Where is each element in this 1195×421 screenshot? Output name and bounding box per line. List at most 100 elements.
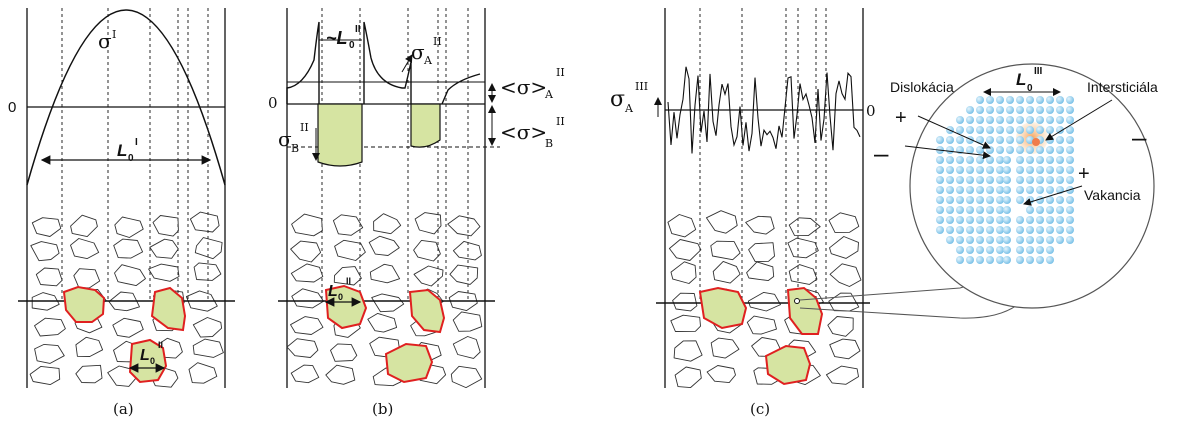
atom xyxy=(996,166,1004,174)
atom xyxy=(1026,116,1034,124)
grain xyxy=(413,265,444,287)
grain xyxy=(673,340,703,362)
atom xyxy=(1016,186,1024,194)
atom xyxy=(996,206,1004,214)
grain xyxy=(452,311,483,332)
atom xyxy=(966,116,974,124)
atom xyxy=(1056,136,1064,144)
atom xyxy=(976,206,984,214)
atom xyxy=(986,126,994,134)
atom xyxy=(1003,246,1011,254)
atom xyxy=(976,106,984,114)
atom xyxy=(946,196,954,204)
atom xyxy=(1066,226,1074,234)
grain xyxy=(414,212,442,235)
lattice-length-sup: III xyxy=(1034,66,1043,77)
panel-a: σ I 0 L 0 I L 0 II (a) xyxy=(8,8,235,418)
atom xyxy=(1056,206,1064,214)
atom xyxy=(976,146,984,154)
atom xyxy=(1036,176,1044,184)
dislocation-label: Dislokácia xyxy=(890,79,954,95)
grain xyxy=(30,241,60,262)
atom xyxy=(1026,126,1034,134)
sigma-sup: I xyxy=(112,28,116,41)
grain-highlight xyxy=(408,288,446,334)
grain xyxy=(75,336,104,357)
grain xyxy=(371,293,405,313)
grain xyxy=(70,238,100,260)
mean-a-label: <σ> xyxy=(500,75,547,99)
atom xyxy=(1016,116,1024,124)
atom xyxy=(966,126,974,134)
atom xyxy=(1046,226,1054,234)
grain xyxy=(114,264,146,287)
atom xyxy=(1056,176,1064,184)
atom xyxy=(956,256,964,264)
grain xyxy=(291,288,324,309)
atom xyxy=(956,226,964,234)
grain xyxy=(70,214,98,238)
length-sub: 0 xyxy=(128,153,134,164)
atom xyxy=(986,96,994,104)
atom xyxy=(1003,196,1011,204)
atom xyxy=(1026,256,1034,264)
atom xyxy=(1026,206,1034,214)
grain xyxy=(710,337,740,359)
atom xyxy=(946,206,954,214)
atom xyxy=(1003,206,1011,214)
grain xyxy=(670,261,697,284)
mean-b-sup: II xyxy=(556,115,565,128)
atom xyxy=(1036,156,1044,164)
atom xyxy=(986,186,994,194)
grain xyxy=(787,237,819,259)
grain xyxy=(373,213,402,235)
atom xyxy=(1046,156,1054,164)
atom xyxy=(966,176,974,184)
atom xyxy=(986,196,994,204)
grain xyxy=(705,210,738,234)
atom xyxy=(1003,226,1011,234)
grain xyxy=(291,213,323,237)
atom xyxy=(1036,236,1044,244)
atom xyxy=(1003,216,1011,224)
atom xyxy=(986,106,994,114)
atom xyxy=(1026,106,1034,114)
atom xyxy=(1016,236,1024,244)
sigma-label: σ xyxy=(610,87,625,112)
atom xyxy=(936,186,944,194)
grain xyxy=(448,291,478,312)
grain xyxy=(332,214,364,236)
atom xyxy=(1026,226,1034,234)
grain xyxy=(192,317,223,338)
grain-highlight xyxy=(786,286,824,335)
lattice-length-sub: 0 xyxy=(1027,83,1033,94)
atom xyxy=(1066,206,1074,214)
atom xyxy=(1026,146,1034,154)
grain xyxy=(450,365,483,389)
sigma-b-sub: B xyxy=(291,142,299,155)
atom xyxy=(976,196,984,204)
atom xyxy=(1016,176,1024,184)
atom xyxy=(1056,126,1064,134)
atom xyxy=(956,176,964,184)
vacancy-plus: + xyxy=(1078,163,1090,185)
atom xyxy=(1006,126,1014,134)
atom xyxy=(1066,116,1074,124)
sigma-sub: A xyxy=(624,102,634,115)
atom xyxy=(986,256,994,264)
grain xyxy=(829,263,862,287)
grain xyxy=(334,239,366,261)
grain xyxy=(369,263,401,284)
mean-a-sub: A xyxy=(544,88,554,101)
grain xyxy=(75,364,103,384)
atom xyxy=(1016,96,1024,104)
atom xyxy=(1003,176,1011,184)
grain-network xyxy=(667,210,862,389)
atom xyxy=(976,236,984,244)
grain-highlight xyxy=(698,286,748,330)
grain xyxy=(827,316,854,337)
atom xyxy=(966,156,974,164)
atom-lattice xyxy=(936,96,1074,264)
atom xyxy=(1006,146,1014,154)
atom xyxy=(956,206,964,214)
